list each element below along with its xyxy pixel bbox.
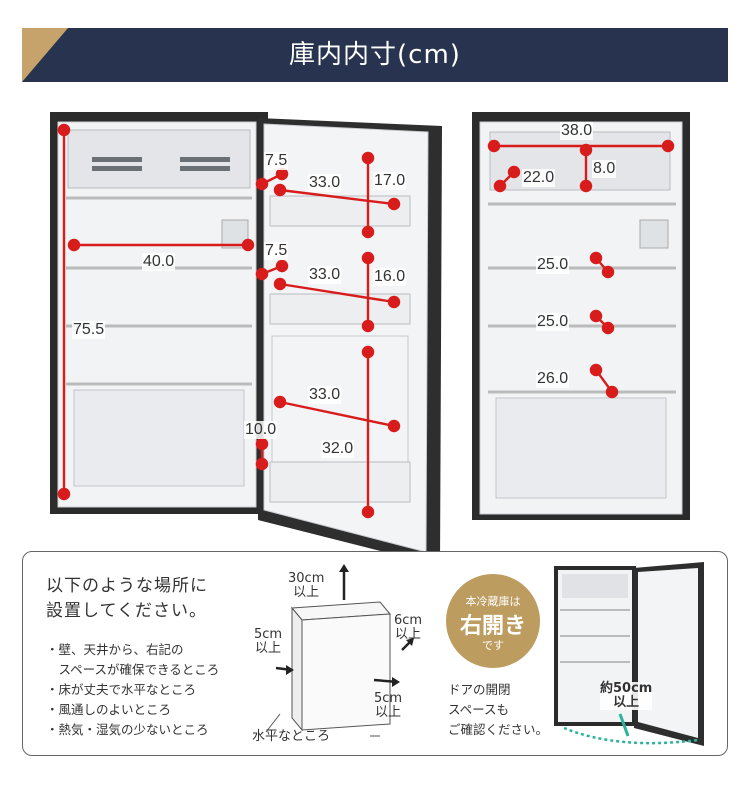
- install-heading: 以下のような場所に 設置してください。: [46, 574, 208, 624]
- label-pocket1-depth: 7.5: [264, 152, 289, 170]
- label-pocket3-depth: 10.0: [244, 421, 278, 439]
- install-heading-line2: 設置してください。: [46, 601, 207, 621]
- label-height: 75.5: [72, 321, 106, 339]
- label-freezer-height: 8.0: [592, 160, 617, 178]
- clearance-left: 5cm 以上: [254, 627, 283, 656]
- page-title: 庫内内寸(cm): [289, 40, 461, 70]
- install-heading-line1: 以下のような場所に: [46, 576, 208, 596]
- label-pocket1-height: 17.0: [373, 172, 407, 190]
- label-pocket2-width: 33.0: [308, 266, 342, 284]
- label-pocket2-height: 16.0: [373, 268, 407, 286]
- label-shelf2-depth: 25.0: [536, 313, 570, 331]
- right-fridge: [472, 112, 690, 520]
- label-freezer-depth: 22.0: [522, 169, 556, 187]
- condition-item: ・熱気・湿気の少ないところ: [46, 722, 209, 737]
- label-shelf1-depth: 25.0: [536, 256, 570, 274]
- open-door-fridge: [554, 562, 704, 746]
- condition-item: スペースが確保できるところ: [46, 662, 220, 677]
- label-pocket1-width: 33.0: [308, 174, 342, 192]
- label-pocket2-depth: 7.5: [264, 242, 289, 260]
- condition-item: ・壁、天井から、右記の: [46, 642, 184, 657]
- label-pocket3-width: 33.0: [308, 386, 342, 404]
- condition-item: ・床が丈夫で水平なところ: [46, 682, 197, 697]
- label-pocket3-height: 32.0: [321, 440, 355, 458]
- banner-accent-triangle: [22, 28, 68, 82]
- door-space-note: ドアの開閉 スペースも ご確認ください。: [448, 682, 549, 737]
- clearance-back: 5cm 以上: [374, 691, 403, 720]
- label-shelf3-depth: 26.0: [536, 370, 570, 388]
- dimension-lines: [57, 123, 675, 519]
- label-freezer-width: 38.0: [560, 122, 594, 140]
- clearance-top: 30cm 以上: [288, 571, 325, 600]
- clearance-diagram: [265, 564, 414, 737]
- condition-item: ・風通しのよいところ: [46, 702, 172, 717]
- floor-label: 水平なところ: [252, 729, 331, 744]
- right-opening-badge: 本冷蔵庫は 右開き です: [446, 574, 540, 668]
- left-fridge: [50, 112, 442, 566]
- install-conditions: ・壁、天井から、右記の スペースが確保できるところ ・床が丈夫で水平なところ ・…: [46, 640, 219, 740]
- label-width: 40.0: [142, 253, 176, 271]
- clearance-right: 6cm 以上: [394, 613, 423, 642]
- door-open-clearance: 約50cm 以上: [600, 681, 653, 710]
- title-banner: [22, 28, 728, 82]
